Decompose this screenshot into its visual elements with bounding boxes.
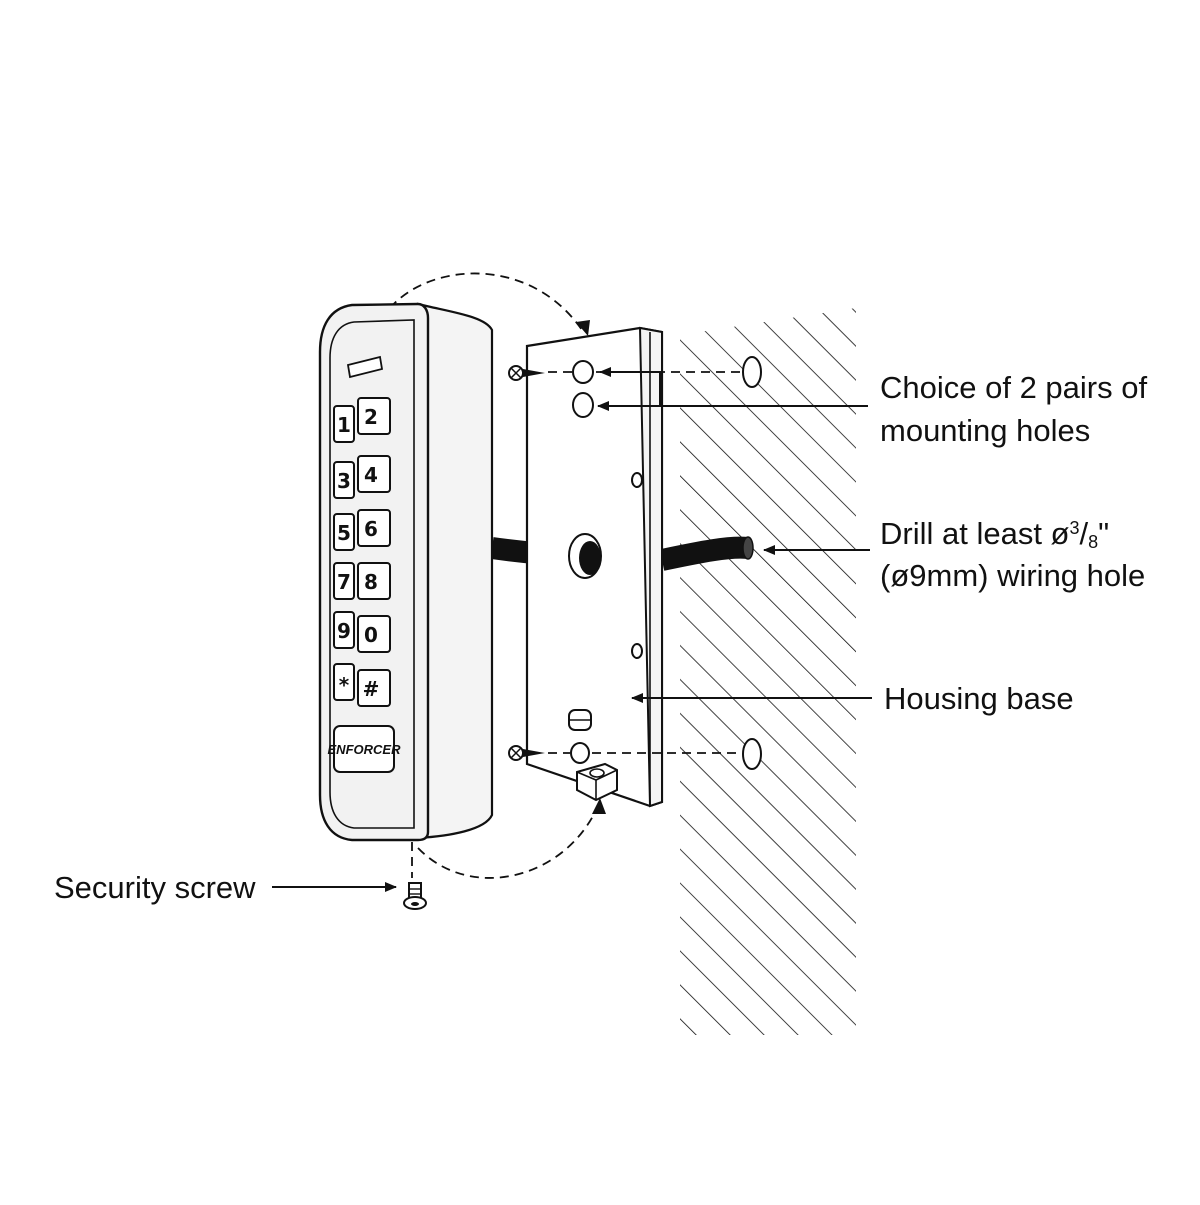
housing-base-plate xyxy=(525,326,664,808)
plate-hole-alt xyxy=(572,392,594,418)
svg-text:0: 0 xyxy=(364,623,378,647)
svg-text:6: 6 xyxy=(364,517,378,541)
wall-hole-top xyxy=(742,356,762,388)
key-2: 2 xyxy=(357,397,391,435)
drill-prefix: Drill at least ø xyxy=(880,516,1070,551)
svg-text:1: 1 xyxy=(337,413,351,437)
wall-screw-top xyxy=(508,365,545,381)
screw-tab xyxy=(576,762,618,802)
label-security-screw: Security screw xyxy=(54,870,256,905)
label-mounting-holes-line1: Choice of 2 pairs of xyxy=(880,370,1147,405)
drill-fraction-numerator: 3 xyxy=(1069,518,1079,538)
svg-text:#: # xyxy=(363,677,380,701)
plate-hole-lower xyxy=(570,742,590,764)
svg-text:2: 2 xyxy=(364,405,378,429)
keypad-keys: 1 2 3 4 5 6 7 8 9 0 * # xyxy=(333,397,391,707)
key-3: 3 xyxy=(333,461,355,499)
drill-fraction-denominator: 8 xyxy=(1088,532,1098,552)
svg-text:8: 8 xyxy=(364,570,378,594)
alignment-lines xyxy=(389,272,742,879)
wall xyxy=(680,308,856,1035)
arc-arrow-top xyxy=(576,320,590,336)
key-star: * xyxy=(333,663,355,701)
key-4: 4 xyxy=(357,455,391,493)
key-0: 0 xyxy=(357,615,391,653)
arc-arrow-bottom xyxy=(592,798,606,814)
label-housing-base: Housing base xyxy=(884,681,1074,716)
key-5: 5 xyxy=(333,513,355,551)
drill-inch-mark: " xyxy=(1098,516,1109,551)
callout-arrows xyxy=(272,367,872,892)
key-9: 9 xyxy=(333,611,355,649)
wall-hole-bottom xyxy=(742,738,762,770)
svg-text:9: 9 xyxy=(337,619,351,643)
plate-hole-upper xyxy=(572,360,594,384)
indicator-window xyxy=(346,355,384,379)
key-8: 8 xyxy=(357,562,391,600)
wall-screw-bottom xyxy=(508,745,545,761)
brand-plate: ENFORCER xyxy=(328,725,402,773)
brand-logo: ENFORCER xyxy=(328,742,402,757)
key-hash: # xyxy=(357,669,391,707)
key-6: 6 xyxy=(357,509,391,547)
label-mounting-holes-line2: mounting holes xyxy=(880,413,1090,448)
drill-fraction-slash: / xyxy=(1080,516,1089,551)
label-drill-line2: (ø9mm) wiring hole xyxy=(880,558,1145,593)
label-drill-line1: Drill at least ø3/8" xyxy=(880,516,1109,552)
svg-text:4: 4 xyxy=(364,463,378,487)
svg-text:3: 3 xyxy=(337,469,351,493)
security-screw xyxy=(403,882,427,910)
svg-text:7: 7 xyxy=(337,570,351,594)
svg-text:5: 5 xyxy=(337,521,351,545)
key-1: 1 xyxy=(333,405,355,443)
key-7: 7 xyxy=(333,562,355,600)
svg-text:*: * xyxy=(339,673,350,697)
